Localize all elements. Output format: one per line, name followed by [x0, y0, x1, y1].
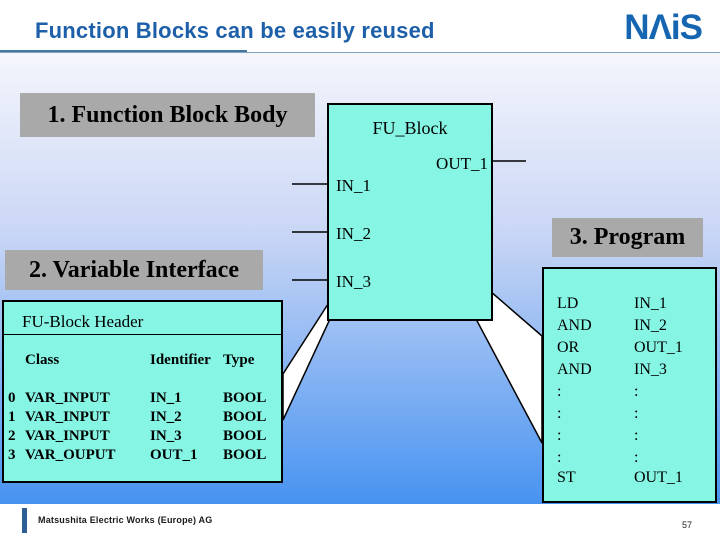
- fu-block-title: FU_Block: [372, 118, 448, 138]
- table-row: 2 VAR_INPUT IN_3 BOOL: [4, 428, 281, 446]
- program-op: OR: [557, 339, 580, 356]
- program-arg: :: [634, 427, 639, 444]
- page-number: 57: [681, 520, 692, 530]
- program-arg: IN_1: [634, 295, 667, 312]
- program-arg: :: [634, 405, 639, 422]
- program-op: :: [557, 383, 562, 400]
- row-identifier: OUT_1: [150, 447, 198, 463]
- row-class: VAR_INPUT: [25, 390, 110, 406]
- program-line: OR OUT_1: [544, 339, 715, 359]
- variable-interface-table: FU-Block Header Class Identifier Type 0 …: [2, 300, 283, 483]
- fu-block-input-in3: IN_3: [336, 272, 371, 291]
- nais-logo: NΛiS: [624, 8, 703, 47]
- program-line: AND IN_2: [544, 317, 715, 337]
- row-number: 3: [8, 447, 16, 463]
- footer-accent-bar: [22, 508, 27, 533]
- row-class: VAR_INPUT: [25, 428, 110, 444]
- row-number: 1: [8, 409, 16, 425]
- title-underline: [0, 50, 247, 53]
- row-type: BOOL: [223, 409, 267, 425]
- program-op: :: [557, 449, 562, 466]
- section-label-program: 3. Program: [552, 218, 703, 257]
- row-identifier: IN_1: [150, 390, 182, 406]
- row-identifier: IN_3: [150, 428, 182, 444]
- slide-header: Function Blocks can be easily reused NΛi…: [0, 0, 720, 53]
- header-divider: [0, 52, 720, 53]
- column-header-type: Type: [223, 352, 255, 368]
- table-row: 3 VAR_OUPUT OUT_1 BOOL: [4, 447, 281, 465]
- column-header-class: Class: [25, 352, 60, 368]
- row-type: BOOL: [223, 447, 267, 463]
- row-identifier: IN_2: [150, 409, 182, 425]
- program-line: ST OUT_1: [544, 469, 715, 489]
- row-number: 0: [8, 390, 16, 406]
- program-arg: OUT_1: [634, 469, 683, 486]
- row-type: BOOL: [223, 428, 267, 444]
- program-arg: :: [634, 383, 639, 400]
- program-line: : :: [544, 449, 715, 469]
- program-arg: OUT_1: [634, 339, 683, 356]
- program-op: AND: [557, 361, 592, 378]
- program-op: :: [557, 405, 562, 422]
- interface-table-divider: [4, 334, 281, 335]
- program-listing-box: LD IN_1 AND IN_2 OR OUT_1 AND IN_3 : : :…: [542, 267, 717, 503]
- program-line: : :: [544, 427, 715, 447]
- interface-table-header-row: Class Identifier Type: [4, 352, 281, 370]
- program-op: ST: [557, 469, 576, 486]
- program-line: : :: [544, 383, 715, 403]
- column-header-identifier: Identifier: [150, 352, 211, 368]
- program-line: : :: [544, 405, 715, 425]
- table-row: 0 VAR_INPUT IN_1 BOOL: [4, 390, 281, 408]
- table-row: 1 VAR_INPUT IN_2 BOOL: [4, 409, 281, 427]
- program-arg: IN_2: [634, 317, 667, 334]
- fu-block-output-out1: OUT_1: [436, 154, 488, 173]
- fu-block-input-in1: IN_1: [336, 176, 371, 195]
- page-title: Function Blocks can be easily reused: [35, 18, 435, 43]
- program-op: :: [557, 427, 562, 444]
- program-op: AND: [557, 317, 592, 334]
- row-number: 2: [8, 428, 16, 444]
- row-class: VAR_OUPUT: [25, 447, 116, 463]
- program-op: LD: [557, 295, 579, 312]
- row-class: VAR_INPUT: [25, 409, 110, 425]
- program-arg: :: [634, 449, 639, 466]
- section-label-variable-interface: 2. Variable Interface: [5, 250, 263, 290]
- fu-block-input-in2: IN_2: [336, 224, 371, 243]
- program-line: LD IN_1: [544, 295, 715, 315]
- interface-table-title: FU-Block Header: [22, 312, 144, 331]
- section-label-function-block-body: 1. Function Block Body: [20, 93, 315, 137]
- fu-block-diagram: FU_Block OUT_1 IN_1 IN_2 IN_3: [327, 103, 493, 321]
- row-type: BOOL: [223, 390, 267, 406]
- program-arg: IN_3: [634, 361, 667, 378]
- slide-footer: Matsushita Electric Works (Europe) AG 57: [0, 504, 720, 540]
- program-line: AND IN_3: [544, 361, 715, 381]
- footer-company-name: Matsushita Electric Works (Europe) AG: [38, 515, 213, 525]
